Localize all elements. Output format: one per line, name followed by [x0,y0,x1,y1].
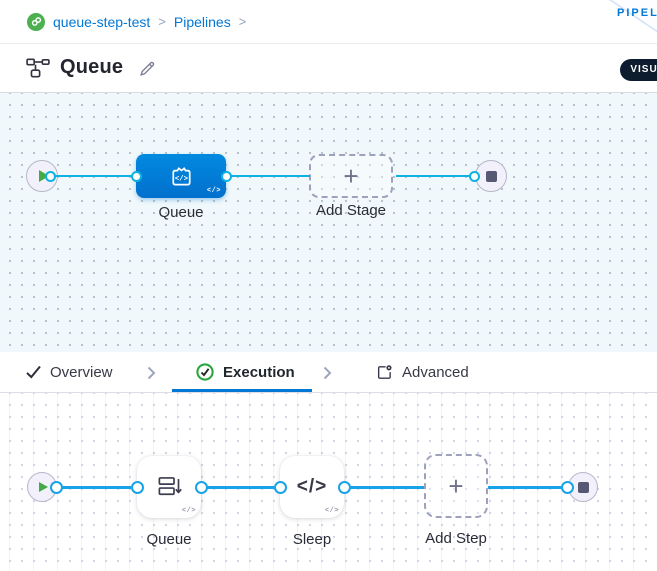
advanced-gear-icon [377,364,392,379]
check-circle-icon [196,363,214,381]
tab-label: Overview [50,363,113,381]
step-label: Sleep [292,531,332,548]
queue-icon [158,476,182,495]
breadcrumb-bar: queue-step-test > Pipelines > [0,0,657,44]
step-node-queue[interactable]: </> [137,456,201,518]
port [130,170,142,182]
chevron-right-icon [147,366,156,385]
add-stage-label: Add Stage [315,202,387,219]
step-label: Queue [146,531,192,548]
tab-overview[interactable]: Overview [26,352,113,392]
edge [488,485,561,489]
ci-stage-icon: </> [171,166,191,185]
breadcrumb-project-link[interactable]: queue-step-test [53,13,151,30]
tab-label: Execution [223,363,295,381]
edge [207,485,274,489]
edge [62,485,131,489]
tab-label: Advanced [402,363,469,381]
tab-advanced[interactable]: Advanced [376,352,469,392]
port [194,480,208,494]
ribbon-label: PIPELINE [617,7,657,19]
edge [230,174,310,178]
port [220,170,232,182]
play-icon [39,482,48,492]
breadcrumb: queue-step-test > Pipelines > [53,14,246,30]
add-step-label: Add Step [425,530,487,547]
harness-logo-icon [27,12,45,31]
port [44,170,56,182]
active-tab-underline [172,389,312,392]
stage-graph-canvas[interactable]: </> </> Queue + Add Stage [0,93,657,352]
code-icon: </> [296,476,328,497]
page-title: Queue [60,56,124,78]
port [130,480,144,494]
code-badge: </> [324,507,339,515]
stage-config-tabs: Overview Execution Advanced [0,352,657,393]
pipeline-studio-ribbon: PIPELINE [600,0,657,38]
step-node-sleep[interactable]: </> </> [280,456,344,518]
edge [396,174,470,178]
add-step-button[interactable]: + [424,454,488,518]
port [337,480,351,494]
breadcrumb-separator: > [158,14,166,29]
svg-text:</>: </> [174,175,188,183]
plus-icon: + [448,471,464,501]
port [49,480,63,494]
plus-icon: + [343,161,359,191]
pipeline-title-bar: Queue VISUAL [0,44,657,93]
pipeline-end-node [475,160,507,192]
stop-icon [577,481,589,493]
stage-node-queue[interactable]: </> </> [136,154,226,198]
ribbon-diagonal [603,0,657,38]
breadcrumb-pipelines-link[interactable]: Pipelines [173,13,231,30]
view-mode-toggle[interactable]: VISUAL [620,59,657,81]
breadcrumb-separator: > [238,14,247,29]
code-badge: </> [206,187,221,195]
check-icon [26,365,41,379]
edge [350,485,424,489]
port [560,480,574,494]
stop-icon [485,170,497,182]
tab-execution[interactable]: Execution [196,352,295,392]
stage-label: Queue [158,204,204,221]
code-badge: </> [181,507,196,515]
chevron-right-icon [323,366,332,385]
edit-pencil-icon[interactable] [139,60,156,80]
add-stage-button[interactable]: + [309,154,393,198]
port [468,170,480,182]
port [273,480,287,494]
execution-graph-canvas[interactable]: </> Queue </> </> Sleep + Add Step [0,393,657,571]
pipeline-icon [26,58,50,83]
edge [55,174,132,178]
play-icon [38,170,49,182]
